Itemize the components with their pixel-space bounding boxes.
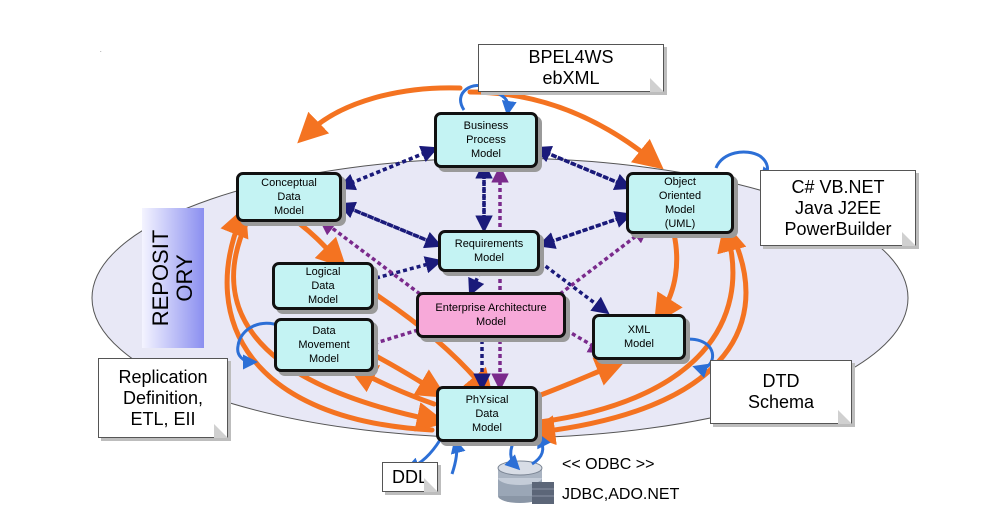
orange-arrow-physical-movement (346, 365, 437, 407)
node-logical-data-model[interactable]: Logical Data Model (272, 262, 374, 310)
navy-arrow-req-oo (543, 211, 633, 246)
note-bpel4ws-ebxml-text: BPEL4WS ebXML (528, 47, 614, 88)
node-data-movement-model[interactable]: Data Movement Model (274, 318, 374, 372)
node-business-process-model[interactable]: Business Process Model (434, 112, 538, 168)
orange-arrow-left-outer (231, 221, 447, 432)
orange-arrow-conceptual-logical (297, 221, 347, 269)
blue-loop-movement (236, 321, 281, 370)
navy-arrow-req-ea (468, 271, 485, 297)
stray-dot: . (100, 48, 102, 54)
orange-arrow-right-outer-back (537, 221, 747, 425)
jdbc-label: JDBC,ADO.NET (562, 486, 680, 503)
note-ddl-text: DDL (391, 466, 428, 487)
blue-loop-db-physical (531, 432, 551, 466)
odbc-label: << ODBC >> (562, 456, 655, 473)
orange-arrow-oo-xml (653, 231, 683, 325)
node-object-oriented-model[interactable]: Object Oriented Model (UML) (626, 172, 734, 234)
blue-loop-physical-ddl-back (450, 438, 466, 475)
navy-arrow-logical-req (375, 256, 443, 280)
navy-arrow-req-conceptual (337, 201, 437, 246)
note-dtd-schema: DTD Schema (710, 360, 852, 424)
note-dtd-schema-text: DTD Schema (747, 371, 815, 412)
node-physical-data-model[interactable]: PhYsical Data Model (436, 386, 538, 442)
orange-arrow-physical-xml (535, 357, 626, 399)
database-icon (497, 460, 554, 504)
note-languages: C# VB.NET Java J2EE PowerBuilder (760, 170, 916, 246)
navy-arrow-req-xml (538, 260, 610, 315)
repository-label: REPOSIT ORY (148, 229, 197, 327)
node-conceptual-data-model[interactable]: Conceptual Data Model (236, 172, 342, 222)
orange-arrow-movement-physical (365, 349, 447, 398)
note-languages-text: C# VB.NET Java J2EE PowerBuilder (784, 176, 892, 239)
node-enterprise-architecture-model[interactable]: Enterprise Architecture Model (416, 292, 566, 338)
purple-arrow-ea-oo (558, 225, 650, 296)
repository-label-panel: REPOSIT ORY (142, 208, 204, 348)
note-replication: Replication Definition, ETL, EII (98, 358, 228, 438)
note-replication-text: Replication Definition, ETL, EII (118, 366, 208, 429)
note-ddl: DDL (382, 462, 438, 492)
navy-arrow-conceptual-bp (343, 145, 439, 188)
orange-arrow-top-left (297, 85, 463, 144)
navy-arrow-oo-bp (533, 145, 627, 188)
note-bpel4ws-ebxml: BPEL4WS ebXML (478, 44, 664, 92)
purple-arrow-ea-conceptual (318, 217, 422, 296)
purple-arrow-ea-movement (359, 328, 419, 352)
node-xml-model[interactable]: XML Model (592, 314, 686, 360)
node-requirements-model[interactable]: Requirements Model (438, 230, 540, 272)
